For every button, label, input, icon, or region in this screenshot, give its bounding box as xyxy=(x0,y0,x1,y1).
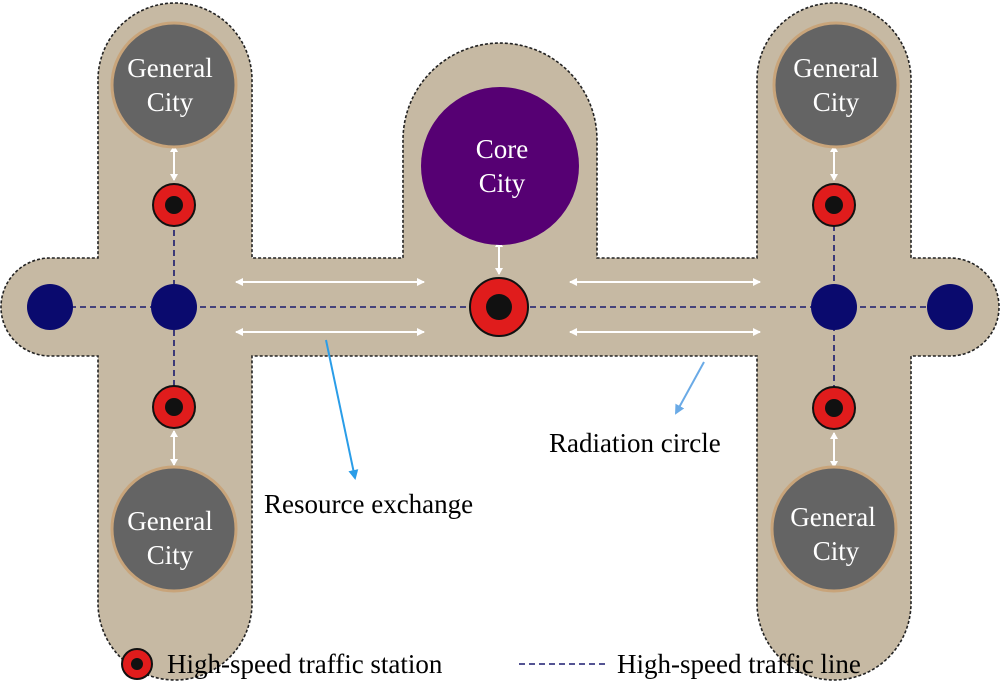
core-city: Core City xyxy=(421,87,579,245)
resource-exchange-pointer xyxy=(325,339,359,480)
traffic-station-bottom-left xyxy=(152,385,196,429)
transit-node-right xyxy=(811,284,857,330)
city-label-line2: City xyxy=(147,540,194,570)
radiation-circle-pointer xyxy=(675,361,705,415)
legend-station-label: High-speed traffic station xyxy=(167,649,443,679)
transit-node-left xyxy=(151,284,197,330)
transit-node-far-left xyxy=(27,284,73,330)
legend-line-label: High-speed traffic line xyxy=(617,649,861,679)
core-city-label-line2: City xyxy=(479,168,526,198)
city-label-line2: City xyxy=(813,536,860,566)
traffic-station-core xyxy=(469,277,529,337)
city-label-line2: City xyxy=(813,87,860,117)
traffic-station-top-right xyxy=(812,183,856,227)
general-city-bottom-right: General City xyxy=(770,465,898,593)
general-city-top-right: General City xyxy=(772,21,900,149)
city-label-line1: General xyxy=(790,502,875,532)
core-city-label-line1: Core xyxy=(476,134,529,164)
city-label-line1: General xyxy=(127,53,212,83)
radiation-circle-label: Radiation circle xyxy=(549,428,721,458)
traffic-station-top-left xyxy=(152,183,196,227)
city-label-line1: General xyxy=(127,506,212,536)
city-label-line2: City xyxy=(147,87,194,117)
transit-node-far-right xyxy=(927,284,973,330)
city-label-line1: General xyxy=(793,53,878,83)
traffic-station-bottom-right xyxy=(812,386,856,430)
transit-nodes xyxy=(27,284,973,330)
general-city-bottom-left: General City xyxy=(110,465,238,593)
resource-exchange-arrows xyxy=(170,145,838,468)
general-city-top-left: General City xyxy=(110,21,238,149)
legend-station-icon xyxy=(121,648,153,680)
resource-exchange-label: Resource exchange xyxy=(264,489,473,519)
legend: High-speed traffic station High-speed tr… xyxy=(121,648,861,680)
